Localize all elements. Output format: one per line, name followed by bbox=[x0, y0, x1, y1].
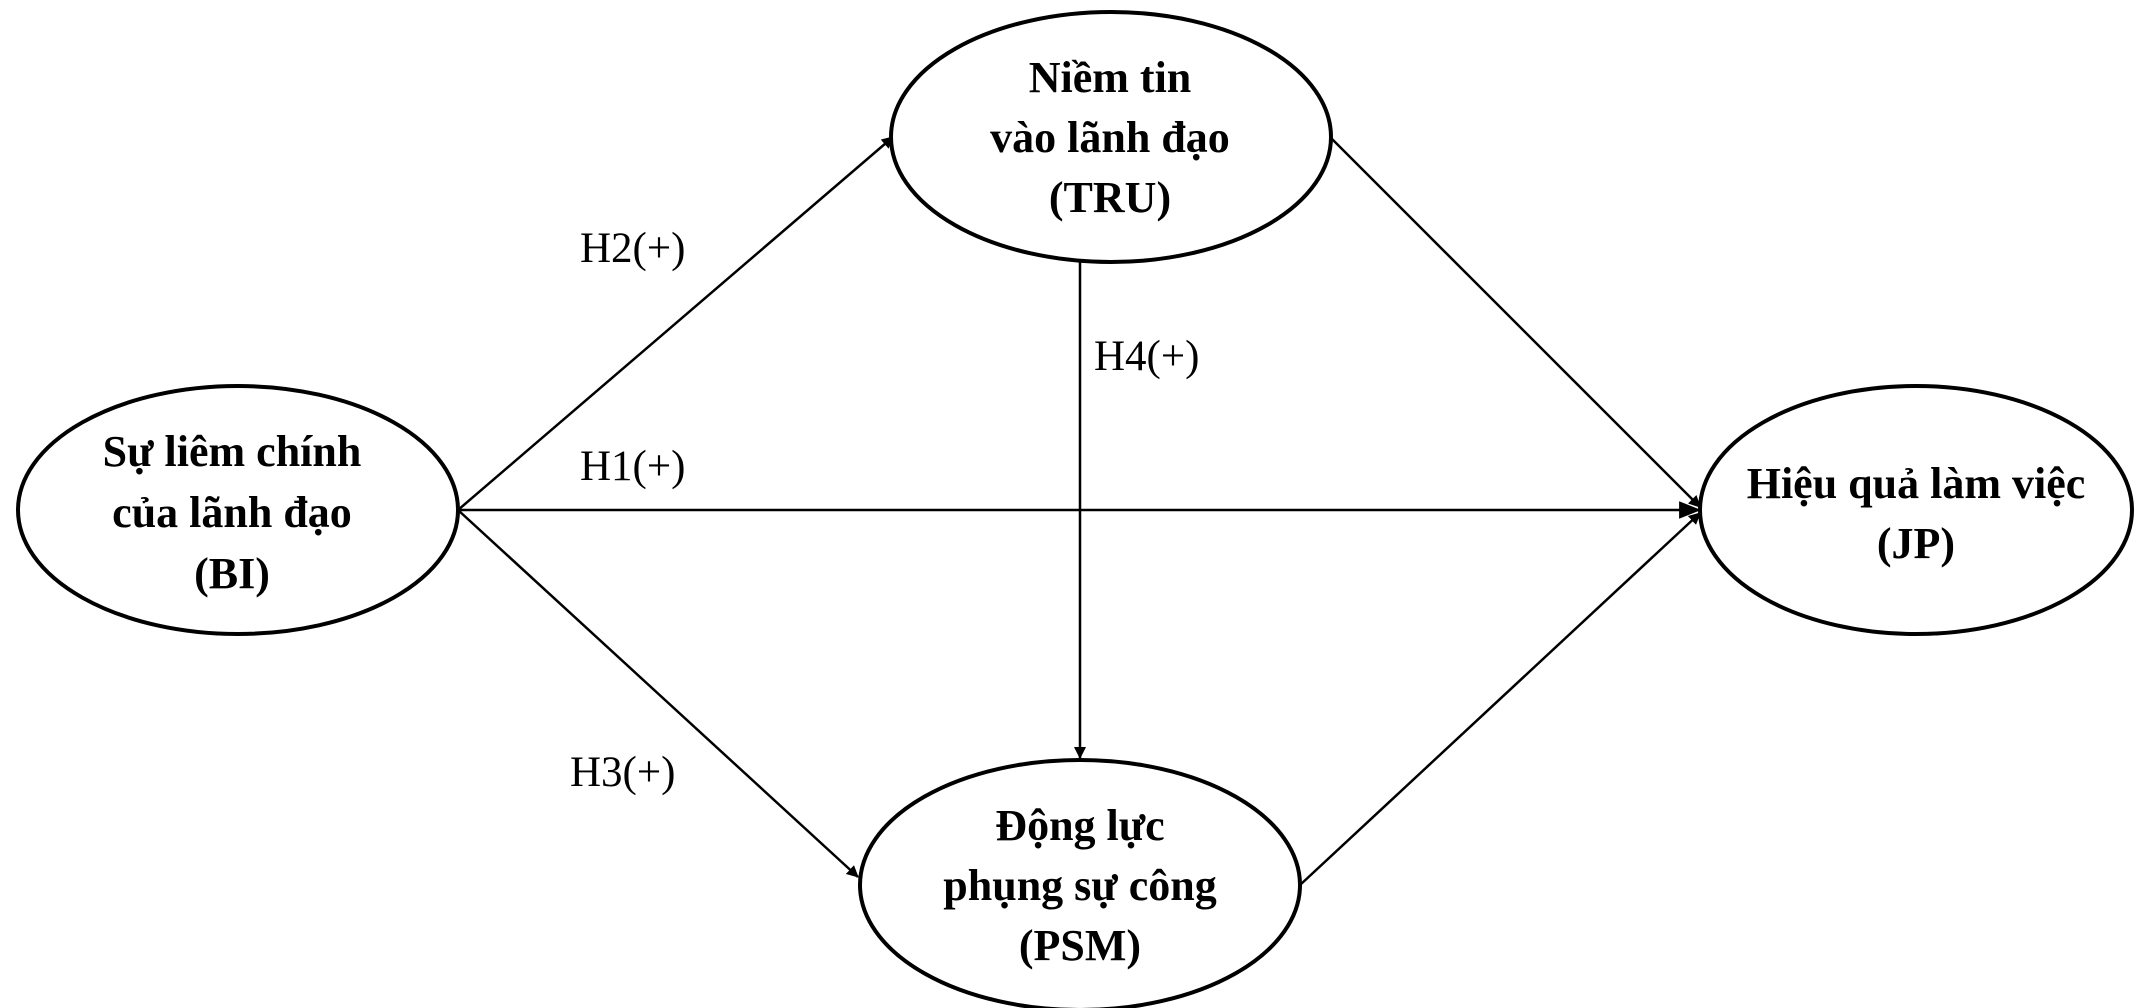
node-psm-ellipse bbox=[858, 758, 1302, 1008]
edge-bi-tru bbox=[457, 136, 894, 511]
node-jp: Hiệu quả làm việc (JP) bbox=[1698, 384, 2134, 636]
node-bi-line-1: Sự liêm chính bbox=[103, 427, 362, 476]
edge-label-h1: H1(+) bbox=[580, 443, 685, 490]
edge-label-h3: H3(+) bbox=[570, 749, 675, 796]
node-tru-ellipse bbox=[889, 10, 1333, 264]
node-tru: Niềm tin vào lãnh đạo (TRU) bbox=[889, 10, 1333, 264]
node-tru-line-3: (TRU) bbox=[1049, 173, 1171, 222]
node-psm-line-3: (PSM) bbox=[1019, 921, 1141, 970]
node-bi-line-3: (BI) bbox=[194, 549, 270, 598]
node-psm-line-2: phụng sự công bbox=[943, 861, 1216, 910]
edge-label-h2: H2(+) bbox=[580, 225, 685, 272]
node-tru-line-1: Niềm tin bbox=[1029, 53, 1192, 102]
node-bi-ellipse bbox=[16, 384, 460, 636]
edge-bi-psm bbox=[457, 509, 859, 878]
node-tru-line-2: vào lãnh đạo bbox=[990, 113, 1230, 162]
node-psm: Động lực phụng sự công (PSM) bbox=[858, 758, 1302, 1008]
node-jp-line-2: (JP) bbox=[1877, 519, 1955, 568]
node-bi: Sự liêm chính của lãnh đạo (BI) bbox=[16, 384, 460, 636]
node-psm-line-1: Động lực bbox=[995, 801, 1164, 850]
edge-psm-jp bbox=[1299, 512, 1701, 886]
node-jp-ellipse bbox=[1698, 384, 2134, 636]
edge-tru-jp bbox=[1329, 136, 1701, 508]
node-bi-line-2: của lãnh đạo bbox=[112, 488, 352, 537]
node-jp-line-1: Hiệu quả làm việc bbox=[1747, 459, 2086, 508]
edge-label-h4: H4(+) bbox=[1094, 333, 1199, 380]
